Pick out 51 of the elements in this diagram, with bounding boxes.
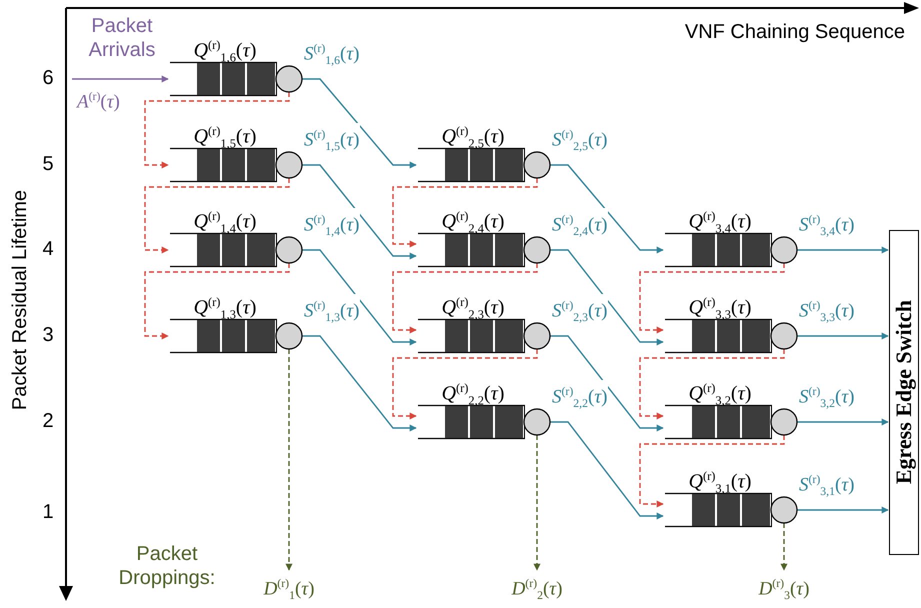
arrow <box>639 435 785 508</box>
arrow <box>797 332 889 340</box>
arrow <box>392 178 538 248</box>
arrow <box>639 349 785 420</box>
arrow <box>639 263 785 334</box>
arrow <box>302 335 417 432</box>
tick-label: 6 <box>41 66 55 90</box>
drop-label: D$^{(r)}$$_{3}$(τ) <box>739 572 829 608</box>
arrow <box>797 418 889 426</box>
annotation-text: Packet Droppings: <box>118 542 216 590</box>
tick-label: 2 <box>41 409 55 433</box>
switch-box: Egress Edge Switch <box>889 230 919 555</box>
arrow <box>392 349 538 420</box>
arrow <box>286 349 292 571</box>
arrow <box>550 164 664 254</box>
arrow <box>144 92 290 168</box>
arrow <box>144 178 290 254</box>
arrow <box>534 435 540 571</box>
drop-label: D$^{(r)}$$_{1}$(τ) <box>244 572 334 608</box>
arrow <box>302 78 417 168</box>
tick-label: 1 <box>41 500 55 524</box>
queue-label: Q$^{(r)}$$_{1,5}$(τ) <box>192 123 258 153</box>
queue-label: Q$^{(r)}$$_{3,1}$(τ) <box>688 468 752 498</box>
queue-label: Q$^{(r)}$$_{1,4}$(τ) <box>192 208 258 238</box>
queue-label: Q$^{(r)}$$_{3,2}$(τ) <box>688 380 752 410</box>
queue-label: Q$^{(r)}$$_{3,4}$(τ) <box>688 208 752 238</box>
arrow <box>550 249 664 346</box>
annotation-text: Packet Arrivals <box>88 14 156 62</box>
queue-label: Q$^{(r)}$$_{3,3}$(τ) <box>688 294 752 324</box>
arrow <box>392 263 538 334</box>
arrow <box>302 249 417 346</box>
axis-title: VNF Chaining Sequence <box>684 20 905 44</box>
queue-label: Q$^{(r)}$$_{2,5}$(τ) <box>440 123 506 153</box>
queue-label: Q$^{(r)}$$_{2,2}$(τ) <box>440 380 506 410</box>
queue-label: Q$^{(r)}$$_{1,6}$(τ) <box>192 37 258 67</box>
queue-label: Q$^{(r)}$$_{2,3}$(τ) <box>440 294 506 324</box>
arrow <box>797 246 889 254</box>
tick-label: 4 <box>41 237 55 261</box>
tick-label: 5 <box>41 152 55 176</box>
arrow <box>302 164 417 260</box>
arrow <box>144 263 290 340</box>
arrow <box>780 523 788 571</box>
arrow <box>797 506 889 514</box>
queue-label: Q$^{(r)}$$_{2,4}$(τ) <box>440 208 506 238</box>
tick-label: 3 <box>41 323 55 347</box>
drop-label: D$^{(r)}$$_{2}$(τ) <box>492 572 582 608</box>
arrow <box>550 335 664 432</box>
axis-title: Packet Residual Lifetime <box>8 188 32 412</box>
arrow <box>72 76 169 82</box>
queue-label: Q$^{(r)}$$_{1,3}$(τ) <box>192 294 258 324</box>
arrow <box>550 421 664 520</box>
